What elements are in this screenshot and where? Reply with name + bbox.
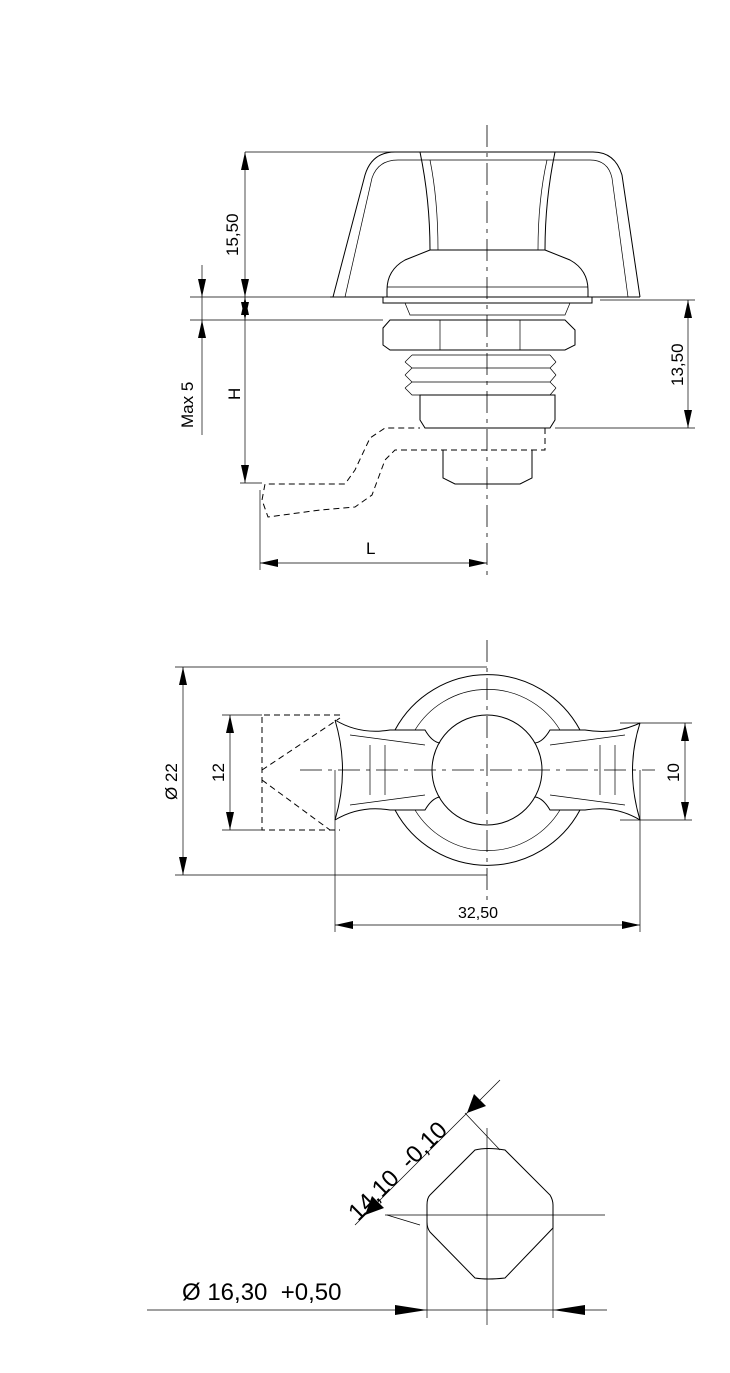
dim-l: L [366,539,375,558]
dim-cutout-diameter: Ø 16,30 +0,50 [182,1279,341,1306]
dim-12: 12 [209,763,228,782]
dim-diameter: Ø 22 [162,763,181,800]
dim-10: 10 [664,763,683,782]
dim-body: 13,50 [668,343,687,386]
top-view: Ø 22 12 10 32,50 [162,640,692,932]
dim-width: 32,50 [458,905,498,922]
dim-max: Max 5 [178,382,197,428]
side-view: 15,50 Max 5 H 13,50 L [178,125,695,575]
cutout-view: 14,10 -0,10 Ø 16,30 +0,50 [147,1079,607,1325]
dim-knob-height: 15,50 [223,213,242,256]
dim-h: H [225,388,244,400]
dim-flat: 14,10 -0,10 [343,1117,453,1227]
